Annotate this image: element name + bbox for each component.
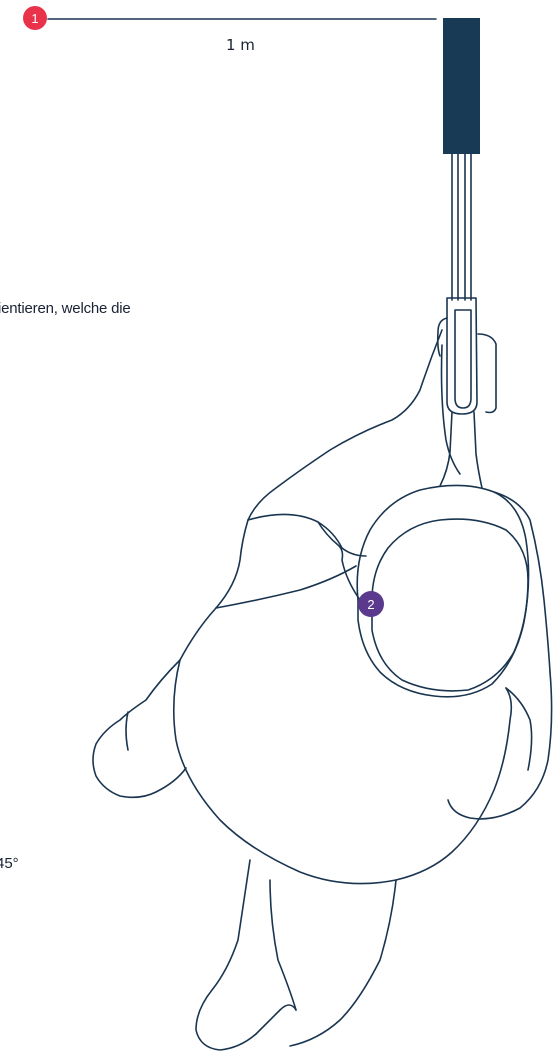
left-lower-arm [93,660,186,797]
body-outline [174,608,512,884]
distance-label: 1 m [226,36,255,54]
right-shoulder [494,492,550,672]
marker-one-label: 1 [31,11,38,26]
marker-one: 1 [23,6,47,30]
marker-two-label: 2 [367,597,374,612]
hand-outline [216,330,442,608]
instruction-text: ientieren, welche die [0,300,131,317]
left-lower-arm-fold [126,712,128,750]
inner-leg [270,880,296,1010]
pole-shaft [452,154,471,300]
hand-inner [442,345,461,474]
head-inner [372,519,528,691]
handle-grip [438,298,496,414]
left-shoulder [248,514,366,556]
head-outline [357,485,528,696]
left-shoulder-fold [318,522,360,600]
device-head [443,18,480,154]
handle-connector [440,412,482,488]
right-leg [290,880,396,1046]
right-arm-inner [506,688,532,770]
left-leg [196,860,256,1050]
marker-two: 2 [358,591,384,617]
foot-detail [256,1005,296,1034]
angle-label: 45° [0,855,19,872]
right-arm [448,672,552,819]
